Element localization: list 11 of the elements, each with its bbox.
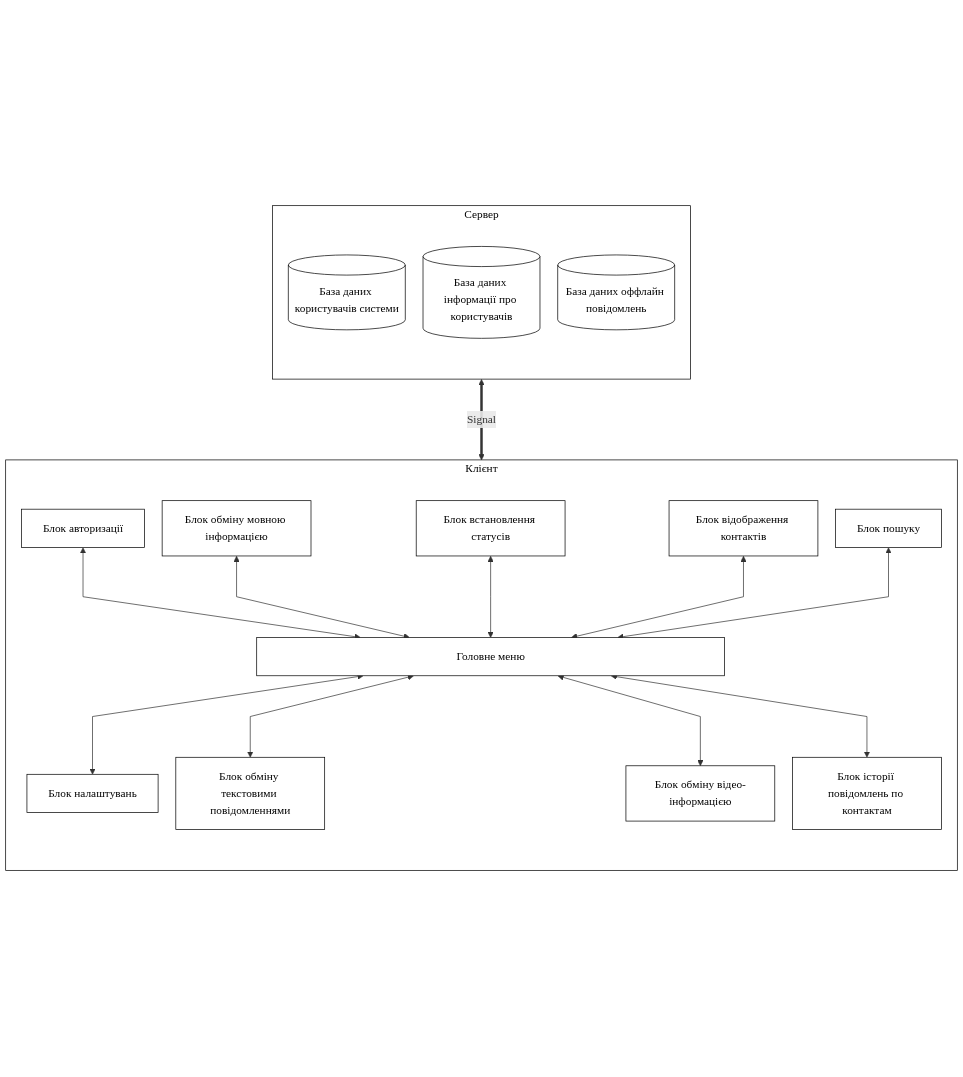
node-box: Блок авторизації — [21, 509, 145, 549]
node-box: Блок обміну текстовими повідомленнями — [175, 757, 326, 831]
edge-label: Signal — [467, 413, 496, 426]
node-box: Блок пошуку — [835, 509, 942, 549]
node-box: Головне меню — [256, 637, 725, 677]
node-box: Блок обміну мовною інформацією — [161, 500, 312, 557]
node-box: Блок налаштувань — [26, 774, 159, 814]
node-box: Блок відображення контактів — [668, 500, 819, 557]
node-box: Блок історії повідомлень по контактам — [792, 757, 942, 831]
node-box: Блок обміну відео-інформацією — [625, 765, 776, 822]
node-box: Блок встановлення статусів — [415, 500, 566, 557]
